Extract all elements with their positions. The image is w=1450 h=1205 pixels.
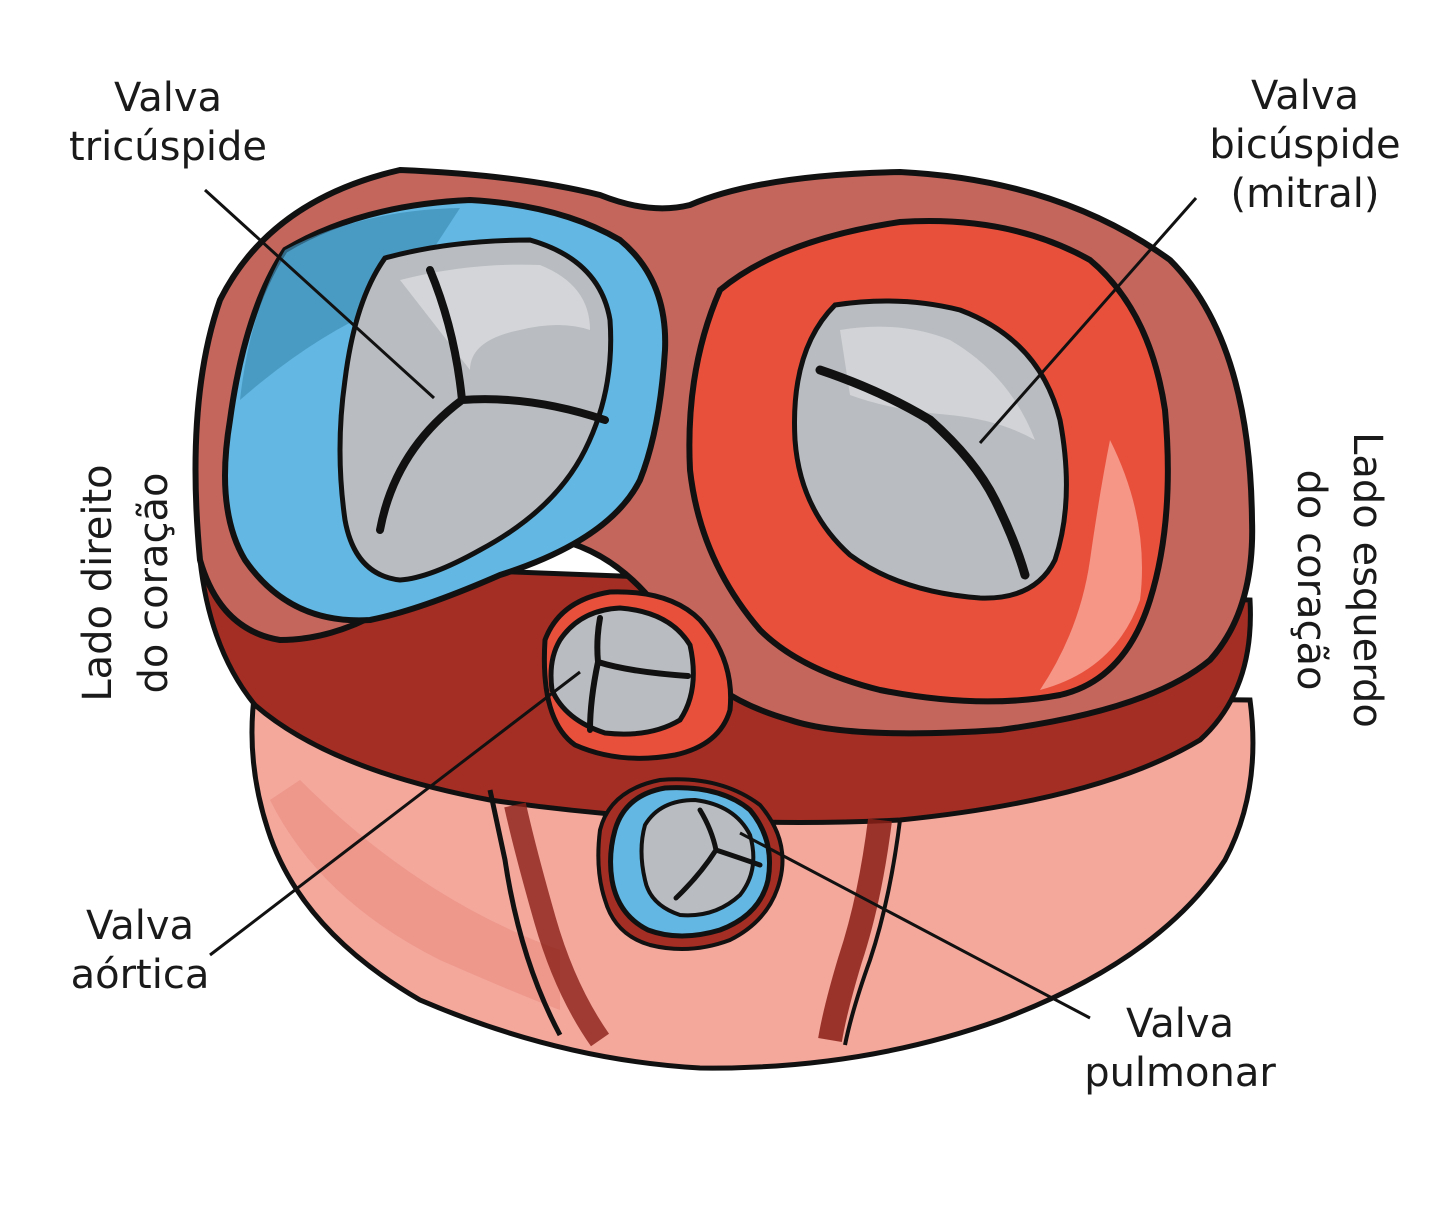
pulmonary-commissure — [673, 807, 763, 901]
label-right-side-line1: Lado direito — [75, 464, 121, 702]
label-mitral-line2: bicúspide — [1209, 122, 1401, 168]
tricuspid-valve-highlight — [400, 264, 590, 370]
label-left-side-line1: Lado esquerdo — [1344, 432, 1390, 728]
muscle-ridge-left-2 — [504, 802, 610, 1047]
label-left-side-line2: do coração — [1288, 469, 1334, 691]
muscle-ridge-right — [818, 818, 892, 1043]
label-mitral-line3: (mitral) — [1230, 171, 1380, 217]
label-left-side-heart: Lado esquerdo do coração — [1283, 420, 1395, 740]
heart-base-shade — [270, 780, 560, 1010]
label-right-side-line2: do coração — [131, 472, 177, 694]
mitral-valve-highlight — [840, 326, 1035, 440]
leader-pulmonary — [739, 831, 1091, 1020]
label-right-side-heart: Lado direito do coração — [70, 458, 182, 708]
mitral-commissure — [815, 365, 1030, 580]
leader-aortic — [209, 670, 581, 957]
aortic-commissure — [587, 615, 691, 733]
muscle-ridge-right-outline — [843, 819, 902, 1046]
label-mitral-line1: Valva — [1250, 73, 1360, 119]
leader-mitral — [978, 197, 1198, 444]
label-aortic-line1: Valva — [85, 903, 195, 949]
label-aortic-line2: aórtica — [70, 952, 210, 998]
pulmonary-valve — [639, 797, 756, 918]
label-pulmonary-line1: Valva — [1125, 1001, 1235, 1047]
label-pulmonary-line2: pulmonar — [1084, 1050, 1276, 1096]
label-pulmonary-valve: Valva pulmonar — [1070, 1000, 1290, 1098]
label-mitral-valve: Valva bicúspide (mitral) — [1195, 72, 1415, 219]
leader-tricuspid — [203, 188, 436, 400]
left-atrium-shade — [1040, 440, 1142, 690]
label-tricuspid-valve: Valva tricúspide — [48, 74, 288, 172]
label-aortic-valve: Valva aórtica — [40, 902, 240, 1000]
muscle-ridge-left — [487, 789, 563, 1037]
label-tricuspid-line1: Valva — [113, 75, 223, 121]
label-tricuspid-line2: tricúspide — [69, 124, 267, 170]
tricuspid-commissure — [376, 266, 609, 534]
